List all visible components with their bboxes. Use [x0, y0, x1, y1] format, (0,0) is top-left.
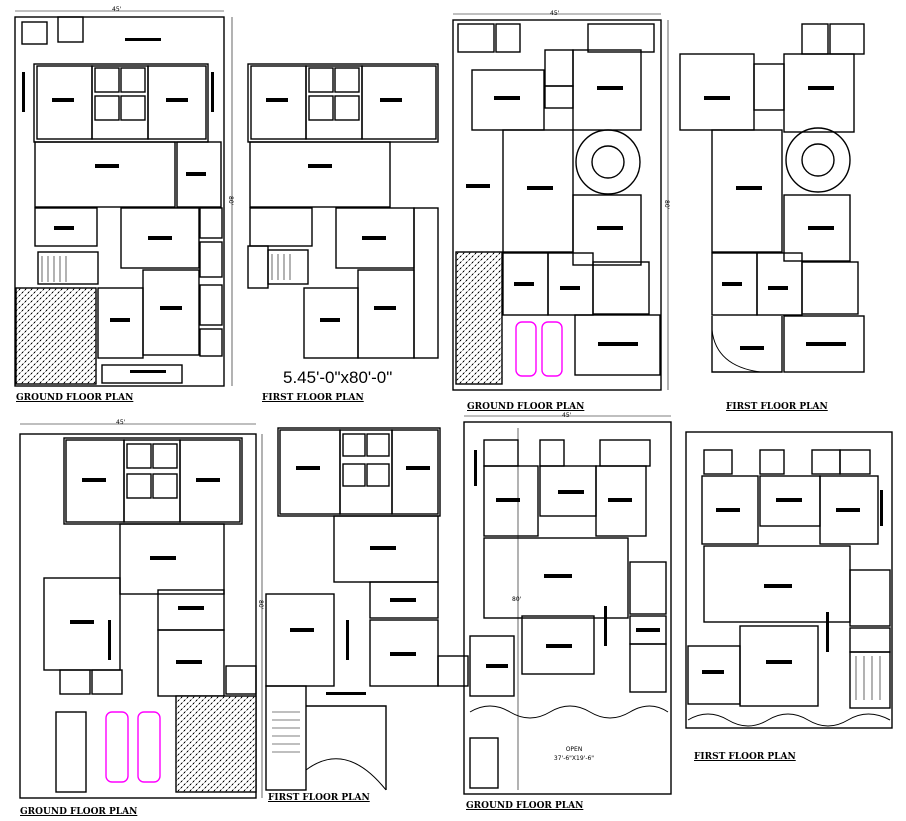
height-dimension: 80': [512, 596, 522, 603]
car-icon: [137, 711, 161, 783]
height-dimension: 80': [227, 196, 234, 206]
plan-label: FIRST FLOOR PLAN: [726, 402, 828, 412]
height-dimension: 80': [663, 200, 670, 210]
sheet-title: 5.45'-0"x80'-0": [283, 368, 393, 387]
car-icon: [105, 711, 129, 783]
plan-label: GROUND FLOOR PLAN: [466, 801, 584, 811]
plan-label: FIRST FLOOR PLAN: [262, 393, 364, 403]
plan-ground-floor-2: [452, 13, 669, 391]
plan-first-floor-4: [685, 431, 893, 729]
room-text-marks: [22, 38, 883, 695]
width-dimension: 45': [116, 419, 126, 426]
car-icons: [105, 321, 563, 783]
plan-first-floor-2: [679, 23, 865, 373]
plan-first-floor-3: [265, 427, 469, 791]
plan-ground-floor-1: [14, 10, 233, 387]
open-area-label: OPEN: [565, 746, 583, 753]
plan-first-floor-1: [247, 63, 439, 359]
height-dimension: 80': [257, 600, 264, 610]
plan-label: FIRST FLOOR PLAN: [268, 793, 370, 803]
plan-ground-floor-4: [463, 415, 672, 795]
plan-ground-floor-3: [19, 423, 263, 799]
open-area-size: 37'-6"X19'-6": [553, 755, 595, 762]
car-icon: [541, 321, 563, 377]
width-dimension: 45': [562, 412, 572, 419]
plan-label: GROUND FLOOR PLAN: [20, 807, 138, 817]
plan-label: FIRST FLOOR PLAN: [694, 752, 796, 762]
car-icon: [515, 321, 537, 377]
width-dimension: 45': [550, 10, 560, 17]
plan-label: GROUND FLOOR PLAN: [16, 393, 134, 403]
plan-label: GROUND FLOOR PLAN: [467, 402, 585, 412]
width-dimension: 45': [112, 6, 122, 13]
